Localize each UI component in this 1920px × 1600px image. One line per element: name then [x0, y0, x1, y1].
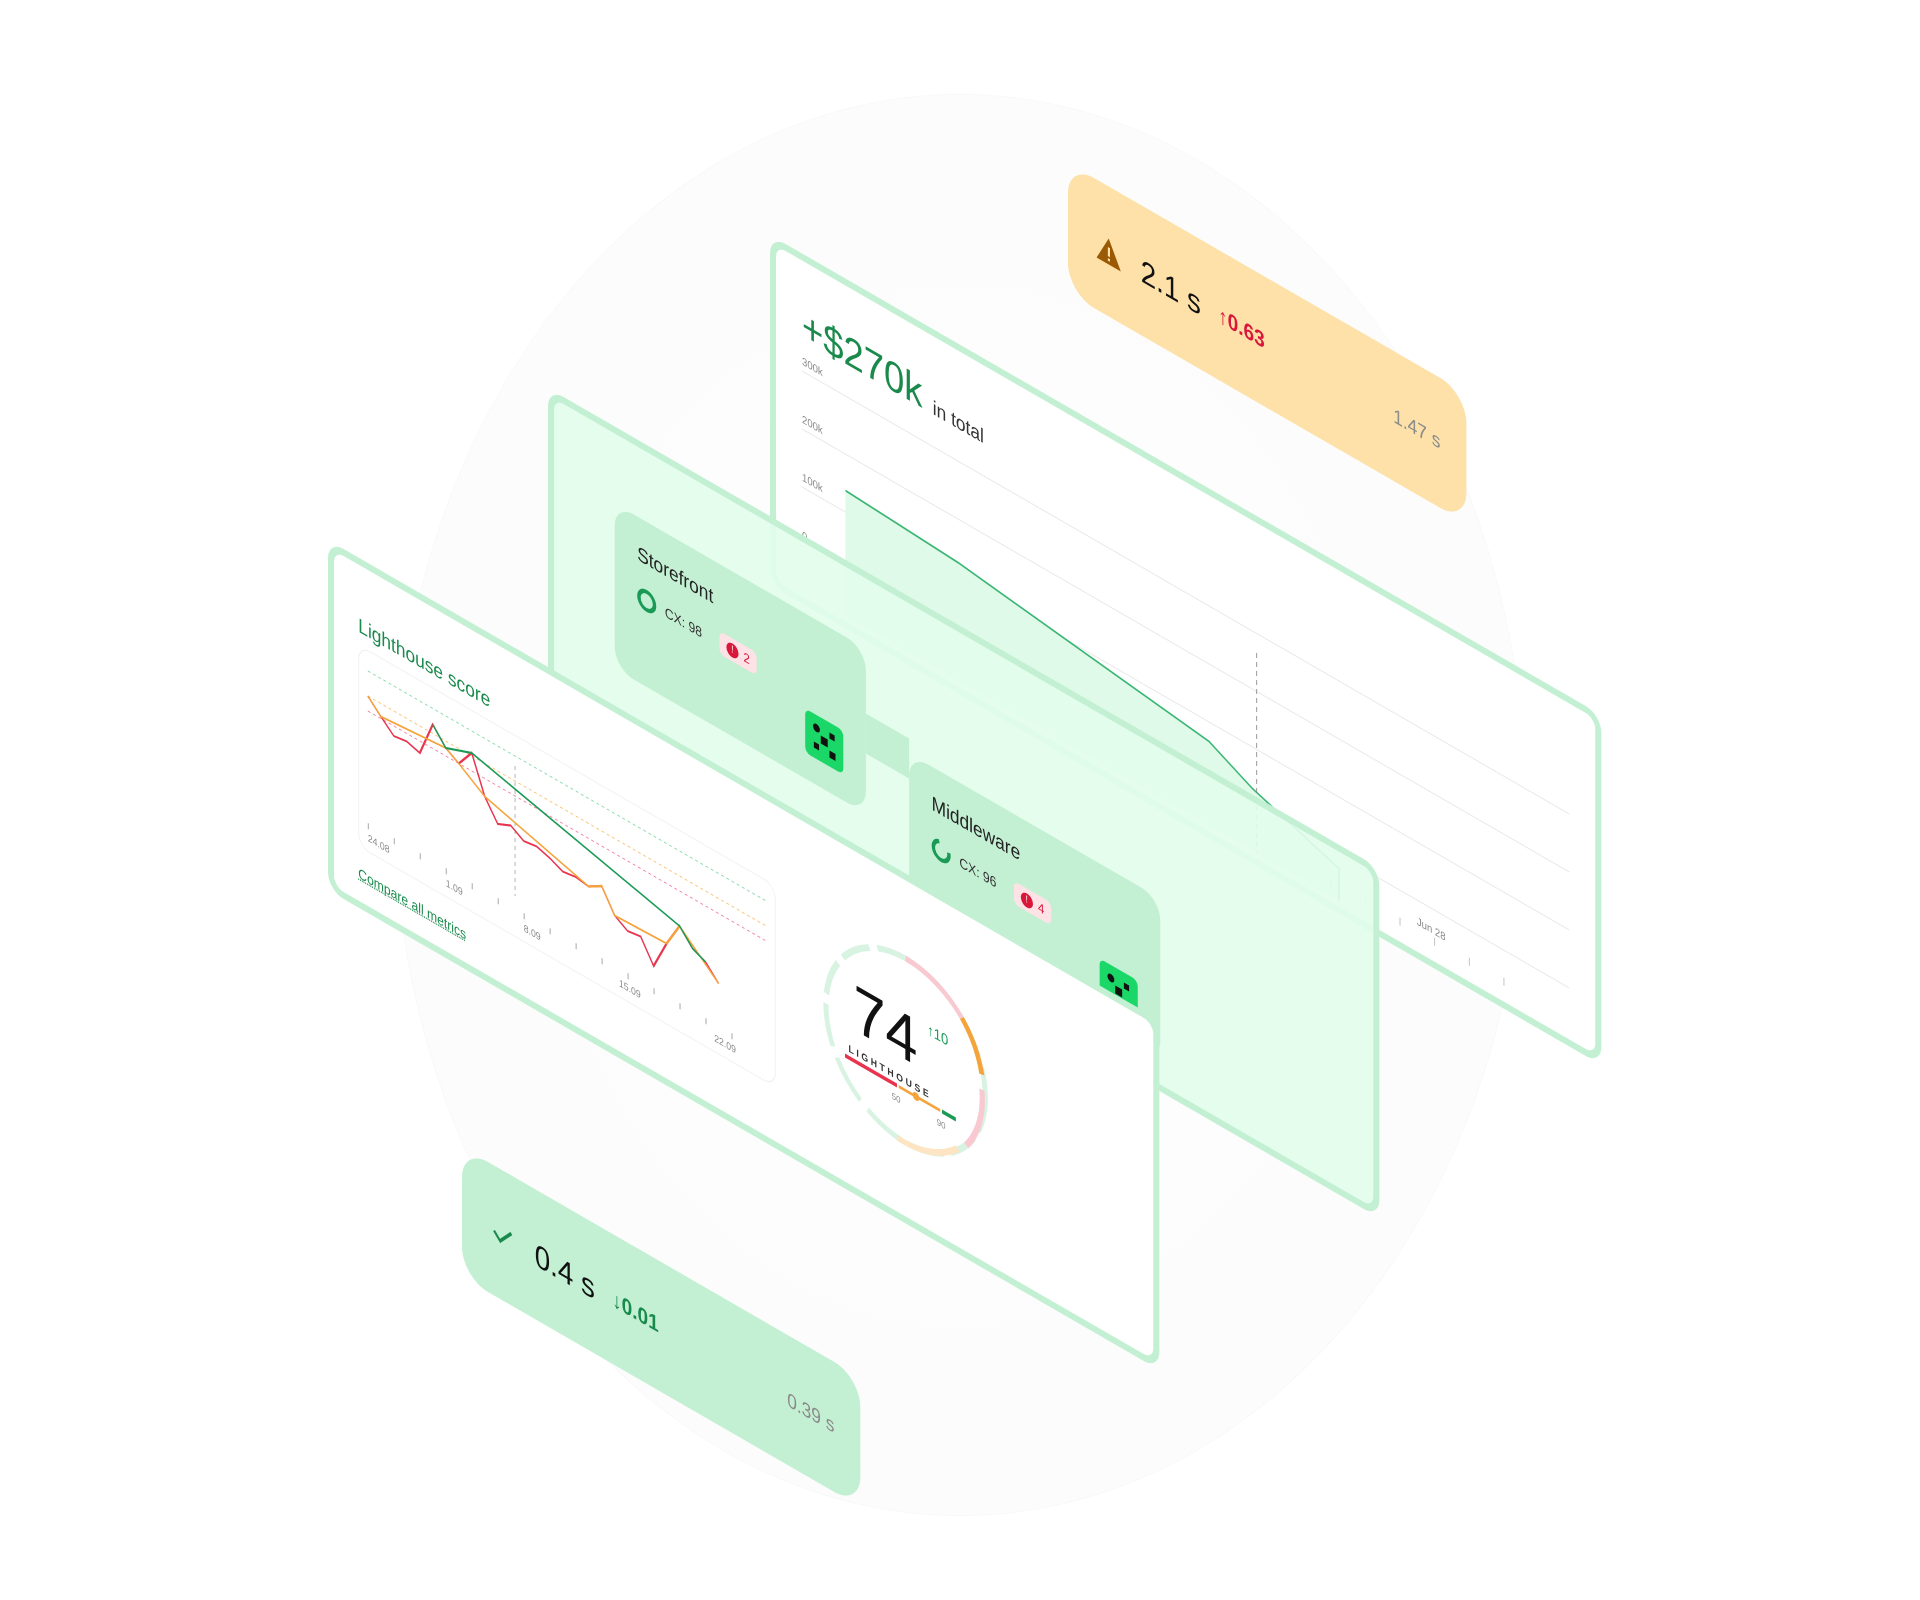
- x-tick: [1399, 917, 1401, 926]
- lighthouse-panel: Lighthouse score 24.08 1.09 8.09 15.09 2…: [328, 540, 1160, 1370]
- x-tick: [1468, 957, 1470, 966]
- issues-badge[interactable]: ! 4: [1013, 880, 1052, 926]
- cx-ring-icon: [637, 584, 657, 617]
- lighthouse-line-chart: 24.08 1.09 8.09 15.09 22.09: [358, 644, 776, 1088]
- success-metric-pill[interactable]: 0.4 s ↓0.01 0.39 s: [462, 1147, 861, 1507]
- warning-metric-pill[interactable]: 2.1 s ↑0.63 1.47 s: [1068, 163, 1467, 523]
- metric-value: 0.4 s: [534, 1235, 595, 1307]
- cx-score: CX: 96: [959, 853, 997, 891]
- metric-change: ↑0.63: [1218, 301, 1265, 354]
- warning-triangle-icon: [1094, 226, 1123, 277]
- x-tick: [1434, 937, 1436, 946]
- cx-ring-icon: [928, 833, 955, 868]
- metric-baseline: 0.39 s: [787, 1388, 835, 1438]
- x-tick: [1503, 977, 1505, 986]
- grid-logo-icon: [805, 708, 844, 775]
- checkmark-icon: [488, 1210, 517, 1261]
- metric-value: 2.1 s: [1140, 251, 1201, 323]
- alert-icon: !: [1020, 889, 1033, 911]
- alert-icon: !: [726, 639, 739, 661]
- issues-count: 4: [1037, 898, 1045, 918]
- service-connector: [865, 713, 910, 779]
- issues-count: 2: [743, 648, 750, 668]
- lighthouse-gauge: 74 ↑10 LIGHTHOUSE 50 90: [819, 901, 992, 1201]
- cx-score: CX: 98: [664, 603, 702, 641]
- issues-badge[interactable]: ! 2: [719, 630, 757, 676]
- service-card-storefront[interactable]: Storefront CX: 98 ! 2: [614, 503, 866, 814]
- gauge-ring: [823, 944, 988, 1157]
- metric-change: ↓0.01: [612, 1285, 659, 1338]
- metric-baseline: 1.47 s: [1393, 404, 1441, 454]
